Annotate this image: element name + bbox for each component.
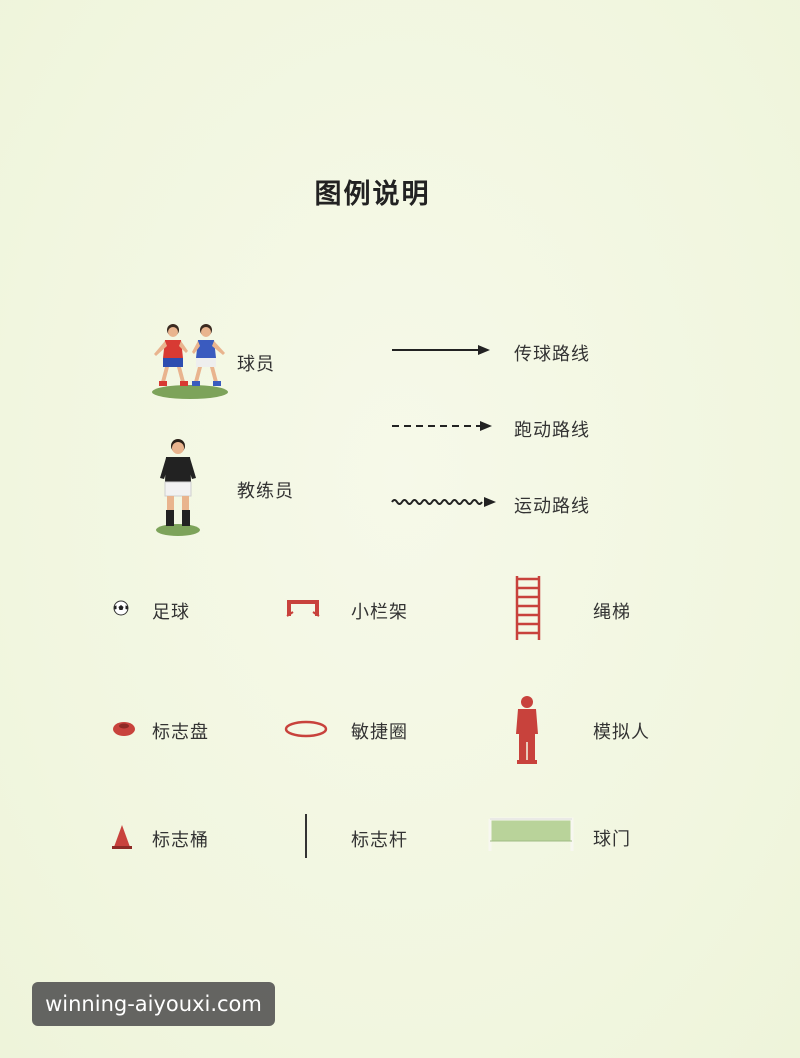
disc-icon — [113, 722, 135, 736]
ladder-icon — [515, 576, 541, 640]
pole-label: 标志杆 — [351, 830, 408, 851]
arrow-solid-icon — [392, 345, 490, 355]
run-route-label: 跑动路线 — [514, 420, 590, 441]
arrow-dashed-icon — [392, 421, 492, 431]
pass-route-label: 传球路线 — [514, 344, 590, 365]
watermark: winning-aiyouxi.com — [32, 982, 275, 1026]
goal-label: 球门 — [593, 829, 631, 850]
players-icon — [152, 324, 228, 399]
movement-route-label: 运动路线 — [514, 496, 590, 517]
ladder-label: 绳梯 — [593, 602, 631, 623]
arrow-wavy-icon — [391, 497, 496, 507]
mannequin-icon — [516, 696, 538, 764]
coach-icon — [156, 439, 200, 536]
coach-label: 教练员 — [237, 481, 294, 502]
player-label: 球员 — [237, 354, 275, 375]
goal-icon — [488, 817, 574, 851]
ring-label: 敏捷圈 — [351, 722, 408, 743]
ball-label: 足球 — [152, 602, 190, 623]
hurdle-label: 小栏架 — [351, 602, 408, 623]
mannequin-label: 模拟人 — [593, 722, 650, 743]
hurdle-icon — [286, 600, 320, 617]
ring-icon — [284, 720, 328, 738]
cone-label: 标志桶 — [152, 830, 209, 851]
pole-icon — [305, 814, 307, 858]
ball-icon — [113, 600, 129, 616]
page-title: 图例说明 — [314, 179, 431, 210]
disc-label: 标志盘 — [152, 722, 209, 743]
cone-icon — [112, 825, 132, 849]
